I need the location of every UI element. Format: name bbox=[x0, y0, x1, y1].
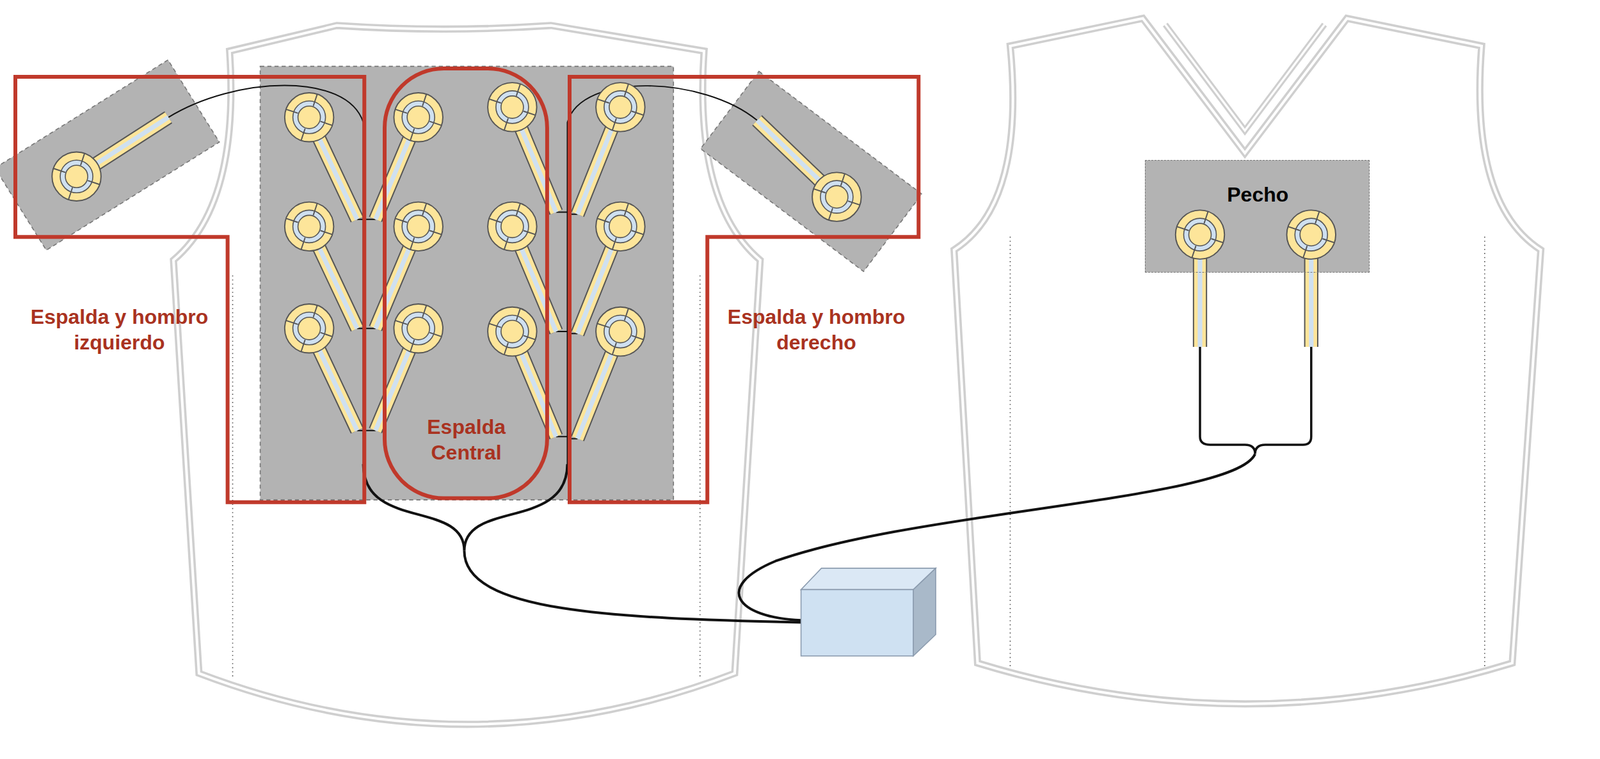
zone-outline: Espalda Central bbox=[382, 66, 550, 501]
zone-border bbox=[569, 76, 919, 503]
vest-front bbox=[954, 18, 1542, 704]
zone-label: Espalda Central bbox=[389, 414, 543, 466]
zone-border bbox=[15, 76, 365, 503]
zone-outline: Espalda y hombro izquierdo bbox=[15, 76, 365, 503]
vest-back bbox=[173, 25, 761, 725]
heating-pad bbox=[51, 82, 1336, 356]
chest-panel: Pecho bbox=[1144, 160, 1370, 272]
heating-strip bbox=[76, 106, 1312, 439]
zone-label: Espalda y hombro derecho bbox=[714, 304, 919, 356]
zone-label: Espalda y hombro izquierdo bbox=[17, 304, 222, 356]
heating-panel bbox=[0, 60, 1370, 500]
control-box bbox=[801, 568, 936, 656]
zone-border bbox=[569, 76, 919, 503]
zone-label: Pecho bbox=[1155, 181, 1360, 208]
zone-border bbox=[384, 68, 548, 499]
zone-outline: Espalda y hombro derecho bbox=[569, 76, 919, 503]
zone-border bbox=[15, 76, 365, 503]
